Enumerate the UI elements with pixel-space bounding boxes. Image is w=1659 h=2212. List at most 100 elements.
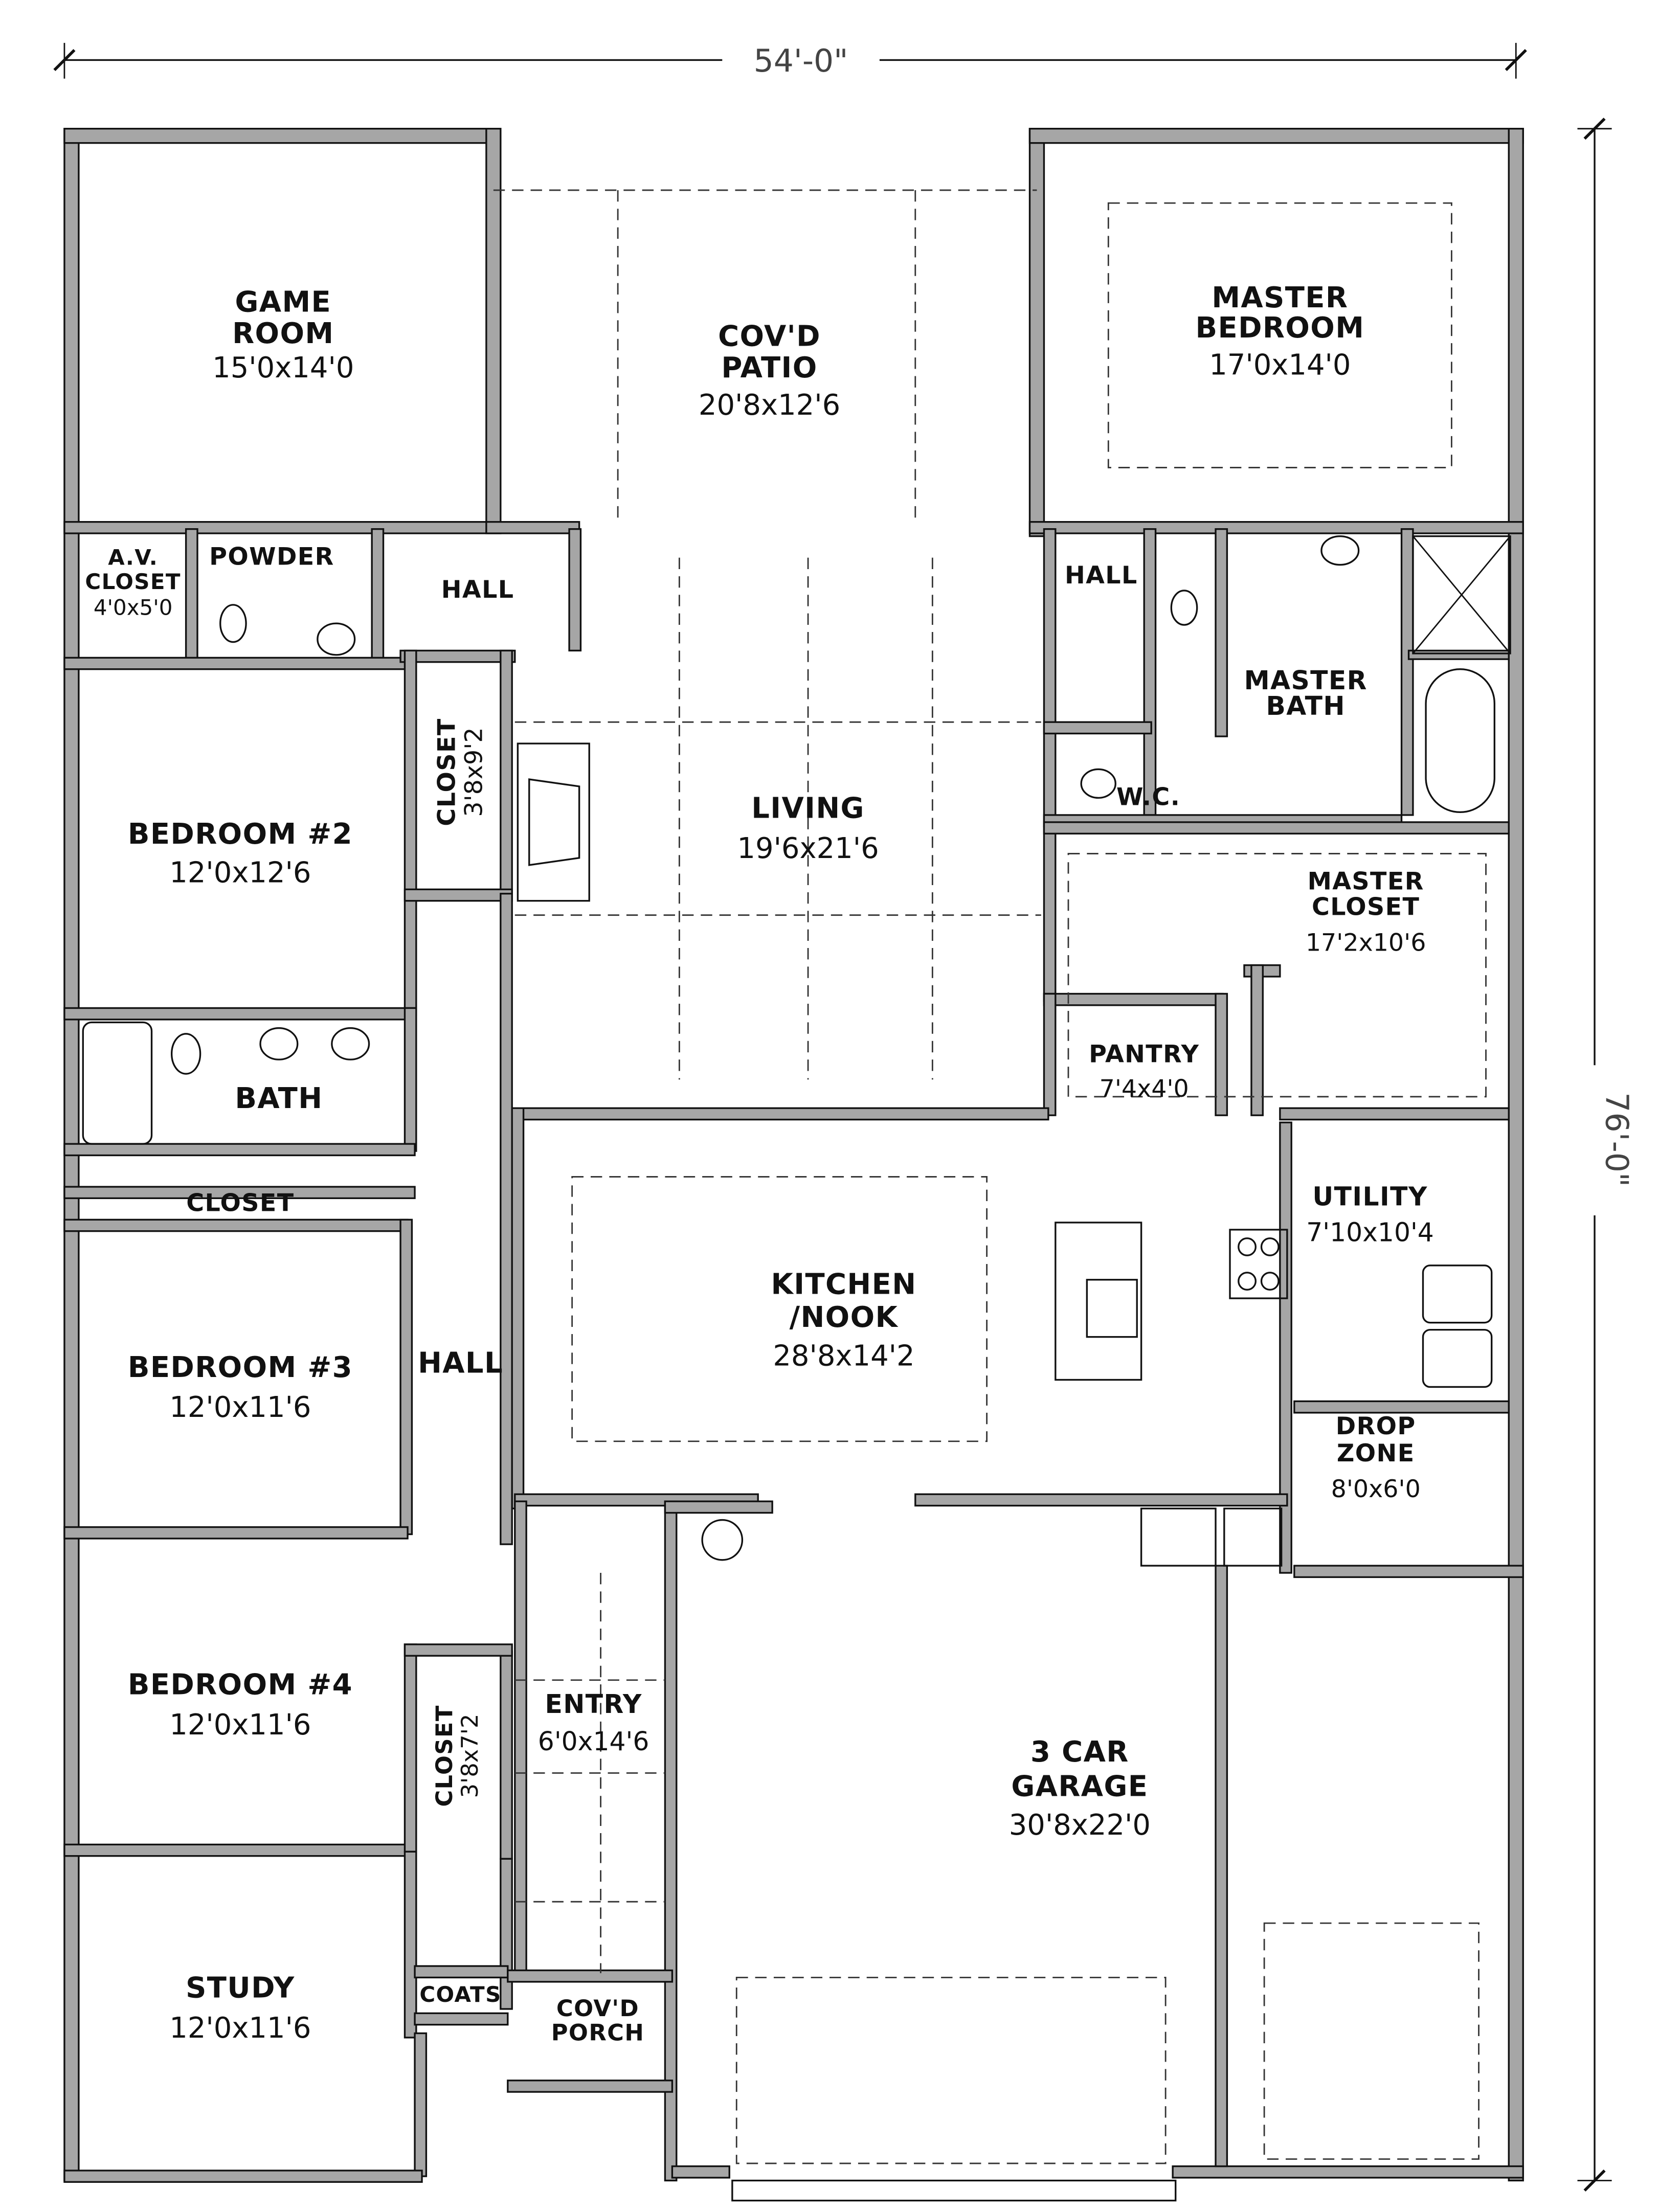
wall-segment: [403, 1850, 417, 2039]
sink-icon: [1320, 535, 1360, 566]
room-garage: 3 CAR GARAGE 30'8x22'0: [1009, 1735, 1151, 1842]
room-bath: BATH: [235, 1082, 323, 1115]
room-hall-master: HALL: [1065, 561, 1138, 590]
wall-segment: [1143, 528, 1157, 816]
room-size: 6'0x14'6: [538, 1726, 649, 1756]
wall-segment: [63, 127, 502, 144]
wall-segment: [371, 528, 385, 666]
room-name: CLOSET: [431, 1705, 458, 1807]
toilet-icon: [1080, 768, 1116, 799]
room-game-room: GAME ROOM 15'0x14'0: [212, 286, 354, 385]
wall-segment: [1279, 1107, 1510, 1121]
room-hall-upper: HALL: [441, 576, 514, 604]
wall-segment: [485, 127, 502, 530]
room-size: 4'0x5'0: [94, 595, 173, 620]
dryer-icon: [1422, 1328, 1493, 1388]
room-name: BEDROOM #2: [128, 818, 353, 851]
wall-segment: [568, 528, 582, 652]
room-name: BATH: [1266, 691, 1345, 721]
room-name: CLOSET: [433, 718, 461, 826]
room-name: ZONE: [1337, 1439, 1415, 1468]
room-bedroom3: BEDROOM #3 12'0x11'6: [128, 1351, 352, 1424]
room-closet-hall: CLOSET: [186, 1189, 294, 1217]
room-name: GAME: [235, 286, 331, 319]
wall-segment: [185, 528, 198, 666]
wall-segment: [1215, 992, 1228, 1116]
garage-door[interactable]: [1263, 1922, 1479, 2160]
washer-icon: [1422, 1265, 1493, 1324]
wall-segment: [403, 1007, 417, 1152]
wall-segment: [63, 1143, 416, 1157]
driveway-apron: [731, 2179, 1177, 2202]
room-name: MASTER: [1308, 867, 1424, 895]
room-name: MASTER: [1212, 281, 1348, 314]
kitchen-sink-icon: [1086, 1279, 1138, 1338]
wall-segment: [1215, 528, 1228, 737]
room-size: 19'6x21'6: [737, 832, 879, 865]
room-hall-bedrooms: HALL: [418, 1347, 503, 1380]
ceiling-lines: [493, 189, 1487, 1974]
garage-door[interactable]: [735, 1976, 1167, 2164]
bathtub-icon: [82, 1021, 153, 1145]
fridge-space: [1140, 1507, 1217, 1567]
fireplace-icon: [517, 742, 590, 902]
wall-segment: [63, 1186, 416, 1200]
wall-segment: [63, 1526, 409, 1540]
room-name: ENTRY: [545, 1689, 642, 1719]
room-entry: ENTRY 6'0x14'6: [538, 1689, 649, 1756]
room-av-closet: A.V. CLOSET 4'0x5'0: [85, 545, 180, 620]
kitchen-island: [1055, 1222, 1142, 1381]
wall-segment: [1172, 2165, 1524, 2179]
room-wc: W.C.: [1116, 783, 1180, 811]
room-name: MASTER: [1244, 665, 1367, 695]
wall-segment: [403, 888, 513, 902]
ceiling-tray: [1107, 202, 1452, 468]
room-size: 7'4x4'0: [1100, 1075, 1189, 1103]
wall-segment: [500, 649, 513, 895]
room-powder: POWDER: [209, 543, 334, 571]
wall-segment: [1028, 127, 1524, 144]
room-name: COV'D: [556, 1995, 639, 2022]
room-porch: COV'D PORCH: [551, 1995, 644, 2046]
wall-segment: [63, 1007, 416, 1021]
wall-segment: [507, 1969, 674, 1983]
room-closet-bedroom2: CLOSET 3'8x9'2: [433, 718, 488, 826]
depth-dimension-label: 76'-0": [1598, 1092, 1635, 1187]
wall-segment: [414, 2032, 428, 2177]
room-size: 17'2x10'6: [1306, 929, 1426, 957]
toilet-icon: [170, 1033, 201, 1075]
toilet-icon: [219, 604, 247, 643]
wall-segment: [414, 2012, 509, 2026]
room-kitchen: KITCHEN /NOOK 28'8x14'2: [771, 1268, 916, 1373]
sink-icon: [331, 1027, 370, 1060]
wall-segment: [63, 1218, 409, 1232]
room-patio: COV'D PATIO 20'8x12'6: [699, 320, 840, 422]
wall-segment: [671, 2165, 730, 2179]
room-closet-bedroom4: CLOSET 3'8x7'2: [431, 1705, 483, 1807]
wall-segment: [399, 649, 516, 663]
room-size: 12'0x11'6: [169, 2012, 311, 2045]
wall-segment: [1043, 821, 1510, 834]
water-heater-icon: [701, 1519, 744, 1561]
wall-segment: [511, 1107, 525, 1509]
sink-icon: [1170, 590, 1198, 626]
room-size: 12'0x11'6: [169, 1708, 311, 1742]
room-name: BEDROOM #4: [128, 1668, 353, 1702]
wall-segment: [500, 1858, 513, 2010]
room-pantry: PANTRY 7'4x4'0: [1089, 1041, 1199, 1103]
room-name: CLOSET: [1312, 893, 1420, 921]
wall-segment: [403, 1643, 513, 1657]
wall-segment: [1043, 992, 1057, 1116]
room-size: 12'0x11'6: [169, 1391, 311, 1424]
wall-segment: [1293, 1565, 1524, 1578]
freezer-space: [1223, 1507, 1283, 1567]
room-name: UTILITY: [1312, 1181, 1427, 1211]
width-dimension: 54'-0": [53, 42, 1527, 79]
wall-segment: [511, 1107, 1049, 1121]
room-living: LIVING 19'6x21'6: [737, 792, 879, 865]
room-name: GARAGE: [1011, 1770, 1148, 1803]
wall-segment: [664, 1500, 678, 2182]
room-master-closet: MASTER CLOSET 17'2x10'6: [1306, 867, 1426, 957]
wall-segment: [1400, 528, 1414, 816]
